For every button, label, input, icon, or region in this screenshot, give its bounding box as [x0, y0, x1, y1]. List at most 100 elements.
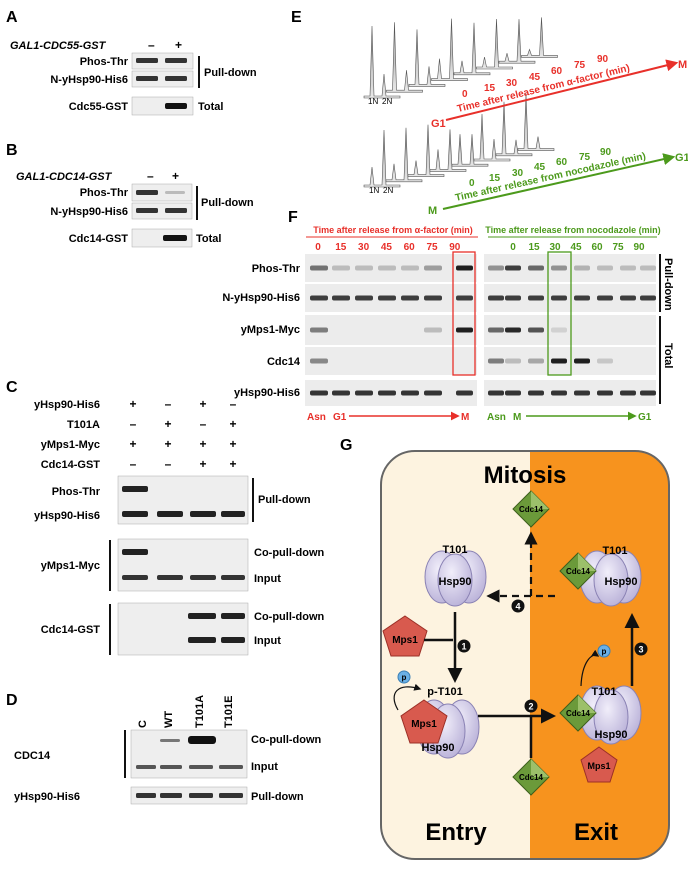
e-histogram — [451, 134, 489, 167]
f-band — [620, 265, 636, 271]
panel-g: G Mitosis Entry Exit T101 Hsp90 Cdc14 — [340, 437, 670, 860]
f-band — [456, 327, 473, 333]
e-bot-2n: 2N — [383, 186, 393, 195]
f-right-asn: Asn — [487, 412, 506, 423]
panel-b-row-hsp90: N-yHsp90-His6 — [50, 206, 128, 218]
e-top-1n: 1N — [368, 97, 378, 106]
e-top-2n: 2N — [382, 97, 392, 106]
panel-c-sign: – — [165, 397, 172, 411]
g-cdc14-free-label: Cdc14 — [519, 773, 544, 782]
e-bot-time: 15 — [489, 173, 501, 184]
g-exit-bottom-t101: T101 — [591, 686, 616, 698]
f-right-time: 0 — [510, 242, 516, 253]
f-band — [456, 390, 473, 396]
f-band — [355, 265, 373, 271]
g-exit-top-hsp90: Hsp90 — [604, 576, 637, 588]
panel-b-total: Total — [196, 233, 221, 245]
f-band — [401, 295, 419, 301]
g-exit-top-t101: T101 — [602, 545, 627, 557]
e-histogram — [495, 101, 533, 157]
g-step-1: 1 — [461, 642, 466, 652]
g-hsp90-exit-bottom: T101 Hsp90 Cdc14 Mps1 p — [559, 644, 642, 783]
f-band — [574, 358, 590, 364]
e-bottom-histograms — [363, 93, 555, 188]
panel-d-row-hsp90: yHsp90-His6 — [14, 791, 80, 803]
f-right-time: 30 — [549, 242, 561, 253]
panel-d-col-t101a: T101A — [194, 695, 206, 728]
f-band — [456, 295, 473, 301]
f-band — [310, 295, 328, 301]
f-band — [401, 390, 419, 396]
f-band — [528, 358, 544, 364]
panel-c-input-1: Input — [254, 573, 281, 585]
e-bot-time: 30 — [512, 168, 524, 179]
f-right-m: M — [513, 412, 521, 423]
e-histogram — [363, 25, 401, 99]
panel-c-sign: – — [130, 457, 137, 471]
f-band — [424, 265, 442, 271]
panel-c-sign: + — [229, 437, 236, 451]
panel-c-sign: + — [229, 457, 236, 471]
panel-c-sign: – — [130, 417, 137, 431]
e-bot-time: 75 — [579, 152, 591, 163]
panel-a-row-hsp90: N-yHsp90-His6 — [50, 74, 128, 86]
panel-b-sign-2: + — [172, 169, 179, 183]
f-band — [310, 358, 328, 364]
f-left-m: M — [461, 412, 469, 423]
e-bot-time: 0 — [469, 178, 475, 189]
panel-c-input-2: Input — [254, 635, 281, 647]
panel-d-input: Input — [251, 761, 278, 773]
panel-a-sign-1: – — [148, 38, 155, 52]
f-band — [574, 390, 590, 396]
f-band — [551, 295, 567, 301]
panel-c-pull-down: Pull-down — [258, 494, 311, 506]
panel-c-letter: C — [6, 379, 18, 396]
panel-c-sign: + — [199, 437, 206, 451]
e-histogram — [498, 19, 536, 64]
g-entry-hsp90: Hsp90 — [421, 742, 454, 754]
panel-d-col-wt: WT — [163, 711, 175, 728]
e-histogram — [431, 18, 468, 81]
panel-b-row-phos-thr: Phos-Thr — [80, 187, 129, 199]
e-bot-start: M — [428, 205, 437, 217]
g-exit-bottom-cdc14: Cdc14 — [566, 709, 591, 718]
panel-c-sign: – — [200, 417, 207, 431]
panel-f-letter: F — [288, 209, 298, 226]
panel-c-sign: + — [199, 397, 206, 411]
panel-c-cond-t101a: T101A — [67, 419, 100, 431]
g-cdc14-top: Cdc14 — [512, 490, 550, 528]
panel-c-row-mps1: yMps1-Myc — [41, 560, 100, 572]
panel-f: F Time after release from α-factor (min)… — [222, 209, 674, 423]
g-exit-bottom-hsp90: Hsp90 — [594, 729, 627, 741]
f-band — [378, 295, 396, 301]
panel-d-col-t101e: T101E — [223, 696, 235, 728]
f-band — [488, 265, 504, 271]
e-histogram — [517, 93, 555, 151]
g-frame — [380, 450, 670, 860]
f-band — [640, 295, 656, 301]
g-step-3: 3 — [638, 645, 643, 655]
f-band — [505, 358, 521, 364]
f-left-time: 45 — [381, 242, 393, 253]
f-band — [355, 295, 373, 301]
panel-g-letter: G — [340, 437, 352, 454]
f-row-hsp90: yHsp90-His6 — [234, 387, 300, 399]
e-top-time: 75 — [574, 60, 586, 71]
panel-c-co-pull-2: Co-pull-down — [254, 611, 325, 623]
e-top-time: 90 — [597, 54, 609, 65]
f-side-pull-down: Pull-down — [662, 258, 674, 311]
e-top-time: 60 — [551, 66, 563, 77]
f-left-time: 60 — [404, 242, 416, 253]
f-band — [488, 295, 504, 301]
g-title: Mitosis — [484, 462, 567, 489]
g-entry-p: p — [402, 673, 407, 682]
panel-b-gene: GAL1-CDC14-GST — [16, 171, 113, 183]
f-red-highlight — [452, 251, 476, 376]
f-row-cdc14: Cdc14 — [267, 356, 301, 368]
f-band — [505, 295, 521, 301]
f-band — [332, 265, 350, 271]
panel-d-pull-down: Pull-down — [251, 791, 304, 803]
g-step-2: 2 — [528, 702, 533, 712]
f-right-time: 60 — [591, 242, 603, 253]
e-top-histograms — [363, 17, 558, 99]
